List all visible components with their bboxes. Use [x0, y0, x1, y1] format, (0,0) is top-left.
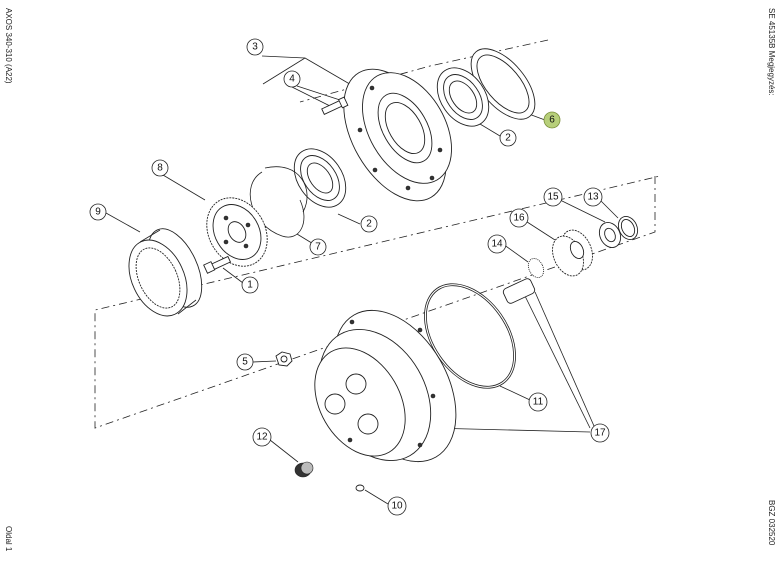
- svg-text:17: 17: [594, 428, 606, 439]
- callout-1[interactable]: 1: [241, 276, 259, 294]
- planet-carrier-housing-part-17: [314, 309, 457, 463]
- svg-text:13: 13: [587, 192, 599, 203]
- screw-part-10: [355, 484, 365, 492]
- svg-text:8: 8: [157, 163, 163, 174]
- svg-text:9: 9: [95, 207, 101, 218]
- svg-text:15: 15: [547, 192, 559, 203]
- leader-lines: [105, 55, 619, 505]
- needle-bearing-part-14: [527, 258, 545, 278]
- callout-3[interactable]: 3: [246, 38, 264, 56]
- bearing-part-2-middle: [293, 148, 347, 208]
- svg-text:6: 6: [549, 115, 555, 126]
- wheel-stud-part-4: [321, 96, 349, 115]
- svg-text:1: 1: [247, 280, 253, 291]
- svg-text:14: 14: [491, 239, 503, 250]
- callout-12[interactable]: 12: [252, 427, 272, 447]
- callout-13[interactable]: 13: [583, 187, 603, 207]
- svg-text:3: 3: [252, 42, 258, 53]
- circlip-part-13: [617, 216, 639, 240]
- svg-text:11: 11: [533, 397, 544, 408]
- callout-16[interactable]: 16: [509, 208, 529, 228]
- planet-gear-part-16: [552, 229, 593, 277]
- svg-text:2: 2: [366, 219, 372, 230]
- callout-7[interactable]: 7: [309, 238, 327, 256]
- callout-15[interactable]: 15: [543, 187, 563, 207]
- svg-text:10: 10: [391, 501, 403, 512]
- bearing-part-2-upper: [436, 67, 490, 127]
- svg-text:16: 16: [513, 213, 525, 224]
- svg-text:7: 7: [315, 242, 321, 253]
- callout-14[interactable]: 14: [487, 234, 507, 254]
- callout-9[interactable]: 9: [89, 203, 107, 221]
- callout-17[interactable]: 17: [590, 423, 610, 443]
- callout-6-highlighted[interactable]: 6: [543, 111, 561, 129]
- callout-2-upper[interactable]: 2: [499, 129, 517, 147]
- callout-10[interactable]: 10: [387, 496, 407, 516]
- svg-text:5: 5: [242, 357, 248, 368]
- callout-4[interactable]: 4: [283, 70, 301, 88]
- assembly-axis-lines: [94, 39, 661, 429]
- thrust-washer-part-15: [598, 222, 622, 248]
- wheel-hub-part-3: [343, 68, 452, 202]
- callout-5[interactable]: 5: [236, 353, 254, 371]
- svg-text:12: 12: [256, 432, 268, 443]
- ring-gear-part-9: [128, 228, 203, 317]
- callout-8[interactable]: 8: [151, 159, 169, 177]
- svg-text:4: 4: [289, 74, 295, 85]
- nut-part-5: [275, 351, 293, 367]
- plug-part-12: [294, 461, 314, 478]
- gear-carrier-part-8: [206, 197, 268, 267]
- planet-pin: [502, 278, 536, 304]
- callout-11[interactable]: 11: [528, 392, 548, 412]
- bolt-part-1: [203, 255, 232, 274]
- callout-2-middle[interactable]: 2: [360, 215, 378, 233]
- svg-text:2: 2: [505, 133, 511, 144]
- snap-ring-part-7: [249, 166, 308, 238]
